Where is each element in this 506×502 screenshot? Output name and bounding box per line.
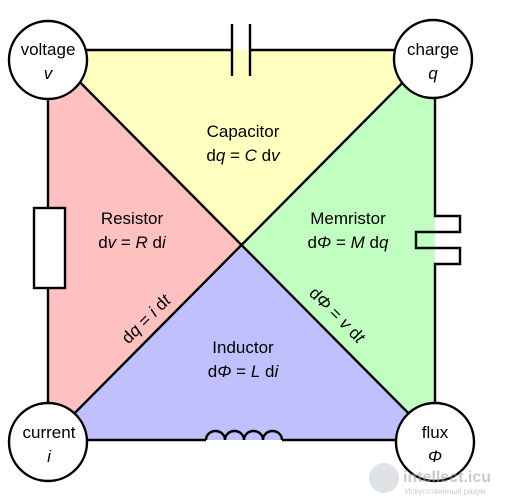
memristor-equation: dΦ = M dq xyxy=(308,233,389,252)
node-flux-label: flux xyxy=(422,423,449,442)
node-flux: flux Φ xyxy=(394,401,476,483)
memristor-symbol xyxy=(414,50,462,440)
capacitor-equation: dq = C dv xyxy=(206,146,281,165)
node-voltage: voltage v xyxy=(7,19,89,101)
watermark-logo-icon xyxy=(369,463,399,493)
node-flux-symbol: Φ xyxy=(428,447,442,466)
memristor-region xyxy=(242,50,435,440)
resistor-region xyxy=(48,50,242,440)
memristor-label: Memristor xyxy=(310,209,386,228)
inductor-region xyxy=(48,247,435,440)
watermark-subtext: Искусственный разум xyxy=(405,487,486,496)
resistor-label: Resistor xyxy=(101,209,164,228)
capacitor-label: Capacitor xyxy=(207,122,280,141)
node-charge: charge q xyxy=(392,18,474,100)
node-charge-symbol: q xyxy=(428,64,438,83)
diagonal-line-charge-current xyxy=(47,49,436,441)
capacitor-region xyxy=(48,50,435,247)
diagonal-equation-flux-voltage: dΦ = v dt xyxy=(305,283,369,347)
node-current-symbol: i xyxy=(47,447,52,466)
inductor-equation: dΦ = L di xyxy=(208,362,280,381)
node-current-label: current xyxy=(23,423,76,442)
watermark: intellect.icu Искусственный разум xyxy=(369,463,491,496)
node-charge-label: charge xyxy=(407,40,459,59)
node-current: current i xyxy=(7,401,89,483)
watermark-text: intellect.icu xyxy=(403,469,491,486)
resistor-equation: dv = R di xyxy=(98,233,167,252)
node-voltage-label: voltage xyxy=(21,40,76,59)
node-voltage-symbol: v xyxy=(44,64,54,83)
inductor-label: Inductor xyxy=(212,338,274,357)
